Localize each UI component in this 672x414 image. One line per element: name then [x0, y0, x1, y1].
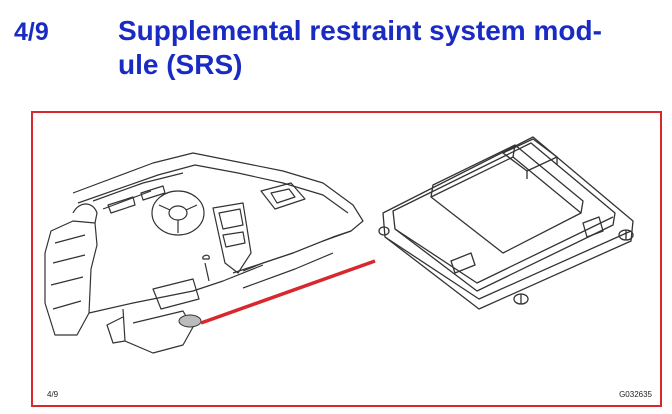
figure-code: G032635 [619, 390, 652, 399]
page-title-line-1: Supplemental restraint system mod- [118, 15, 602, 46]
page-title: Supplemental restraint system mod- ule (… [118, 14, 658, 82]
figure-frame: 4/9 G032635 [31, 111, 662, 407]
srs-module-drawing [378, 136, 634, 310]
section-number: 4/9 [14, 18, 49, 46]
figure-page-ref: 4/9 [47, 390, 59, 399]
module-location-marker [178, 314, 202, 328]
car-interior-drawing [44, 152, 364, 354]
callout-line [200, 259, 376, 325]
page-title-line-2: ule (SRS) [118, 49, 243, 80]
srs-illustration [44, 136, 634, 354]
